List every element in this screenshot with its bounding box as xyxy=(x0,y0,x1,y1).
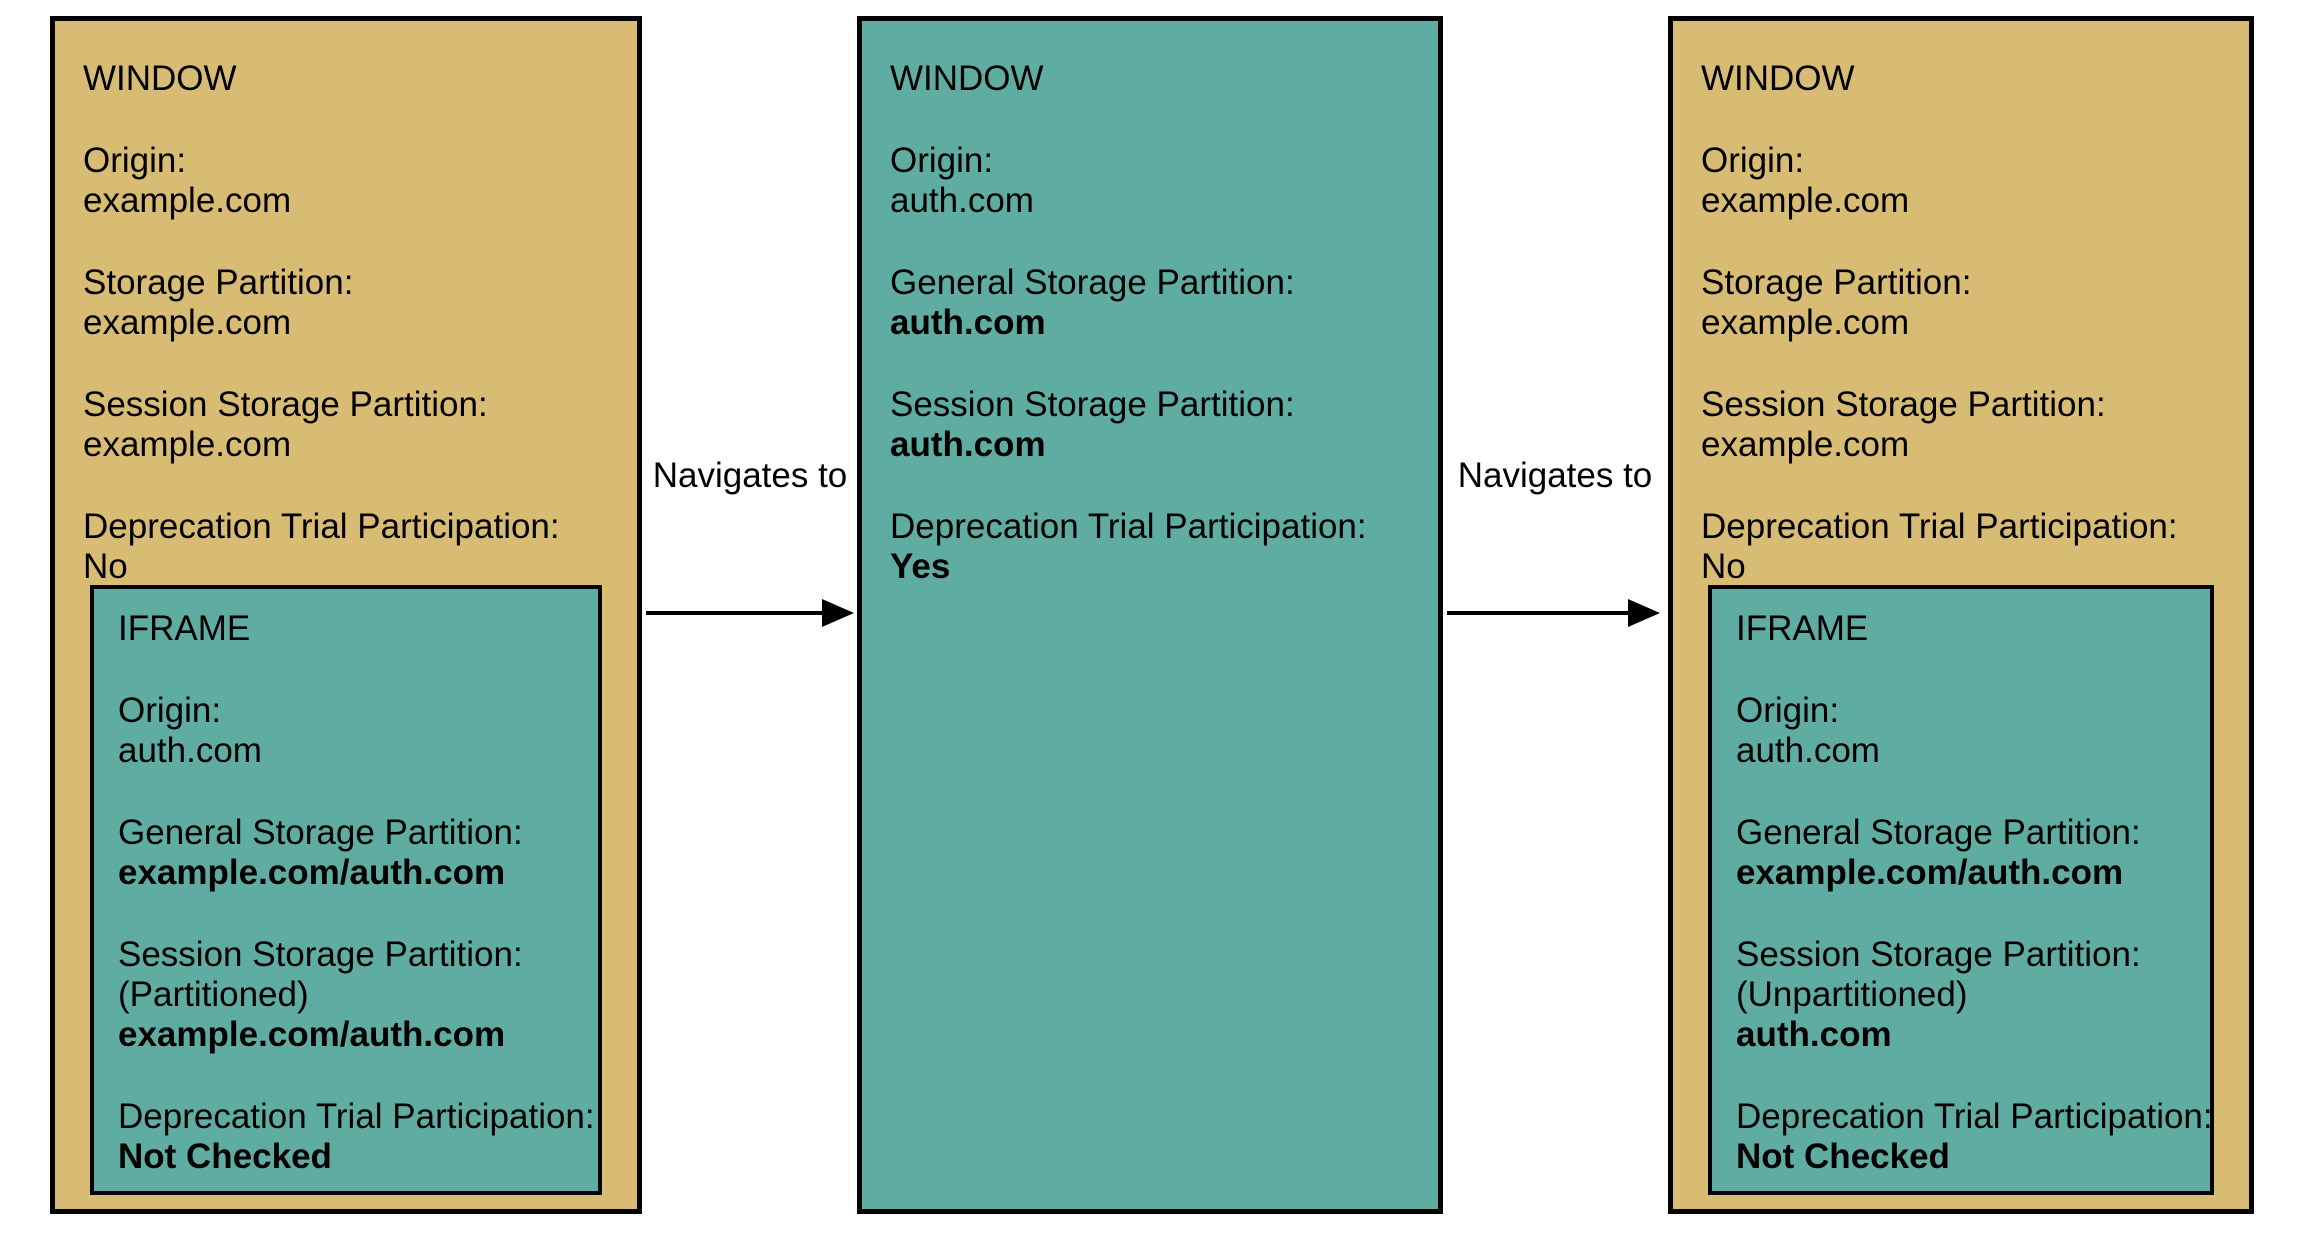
field-origin: Origin: auth.com xyxy=(890,141,1412,221)
window-title: WINDOW xyxy=(83,59,237,98)
iframe-box-auth-1: IFRAME Origin: auth.com General Storage … xyxy=(90,585,602,1195)
field-label: Storage Partition: xyxy=(1701,263,1972,302)
iframe-box-auth-2: IFRAME Origin: auth.com General Storage … xyxy=(1708,585,2214,1195)
field-label: Deprecation Trial Participation: xyxy=(83,507,560,546)
field-value: Yes xyxy=(890,547,951,586)
field-note: (Unpartitioned) xyxy=(1736,975,1968,1014)
field-label: Deprecation Trial Participation: xyxy=(1701,507,2178,546)
field-deprecation-trial: Deprecation Trial Participation: No xyxy=(83,507,611,587)
navigates-to-label: Navigates to xyxy=(1457,456,1653,495)
field-value: auth.com xyxy=(890,303,1046,342)
field-value: auth.com xyxy=(118,731,262,770)
field-storage-partition: Storage Partition: example.com xyxy=(1701,263,2223,343)
arrow-right-icon xyxy=(1628,599,1660,627)
window-box-auth: WINDOW Origin: auth.com General Storage … xyxy=(857,16,1443,1214)
field-general-storage-partition: General Storage Partition: auth.com xyxy=(890,263,1412,343)
field-label: Deprecation Trial Participation: xyxy=(890,507,1367,546)
window-title: WINDOW xyxy=(890,59,1044,98)
field-value: No xyxy=(1701,547,1746,586)
window-box-example-2: WINDOW Origin: example.com Storage Parti… xyxy=(1668,16,2254,1214)
field-value: example.com xyxy=(1701,425,1910,464)
field-value: example.com xyxy=(83,181,292,220)
field-label: Storage Partition: xyxy=(83,263,354,302)
field-storage-partition: Storage Partition: example.com xyxy=(83,263,611,343)
field-label: Session Storage Partition: xyxy=(890,385,1295,424)
field-origin: Origin: example.com xyxy=(83,141,611,221)
field-value: example.com/auth.com xyxy=(1736,853,2124,892)
iframe-title: IFRAME xyxy=(1736,609,1869,648)
window-box-example-1: WINDOW Origin: example.com Storage Parti… xyxy=(50,16,642,1214)
field-label: Origin: xyxy=(1736,691,1840,730)
field-deprecation-trial: Deprecation Trial Participation: Not Che… xyxy=(1736,1097,2213,1177)
field-value: example.com xyxy=(83,425,292,464)
field-general-storage-partition: General Storage Partition: example.com/a… xyxy=(1736,813,2210,893)
field-label: Origin: xyxy=(118,691,222,730)
field-deprecation-trial: Deprecation Trial Participation: Yes xyxy=(890,507,1412,587)
field-label: Session Storage Partition: xyxy=(1736,935,2141,974)
field-value: auth.com xyxy=(890,181,1034,220)
field-session-storage-partition: Session Storage Partition: auth.com xyxy=(890,385,1412,465)
field-general-storage-partition: General Storage Partition: example.com/a… xyxy=(118,813,598,893)
field-label: Deprecation Trial Participation: xyxy=(118,1097,595,1136)
field-session-storage-partition: Session Storage Partition: (Unpartitione… xyxy=(1736,935,2210,1055)
field-label: Deprecation Trial Participation: xyxy=(1736,1097,2213,1136)
field-value: Not Checked xyxy=(1736,1137,1950,1176)
field-label: Origin: xyxy=(83,141,187,180)
field-label: General Storage Partition: xyxy=(118,813,523,852)
field-value: example.com xyxy=(1701,303,1910,342)
field-value: example.com/auth.com xyxy=(118,853,506,892)
field-label: Session Storage Partition: xyxy=(83,385,488,424)
navigates-to-label: Navigates to xyxy=(652,456,848,495)
arrow-line xyxy=(646,611,826,615)
field-value: example.com xyxy=(83,303,292,342)
field-note: (Partitioned) xyxy=(118,975,309,1014)
arrow-line xyxy=(1447,611,1632,615)
field-session-storage-partition: Session Storage Partition: (Partitioned)… xyxy=(118,935,598,1055)
field-value: auth.com xyxy=(1736,731,1880,770)
field-label: Origin: xyxy=(890,141,994,180)
field-value: Not Checked xyxy=(118,1137,332,1176)
field-value: example.com xyxy=(1701,181,1910,220)
arrow-right-icon xyxy=(822,599,854,627)
field-origin: Origin: auth.com xyxy=(1736,691,2210,771)
field-session-storage-partition: Session Storage Partition: example.com xyxy=(1701,385,2223,465)
field-value: example.com/auth.com xyxy=(118,1015,506,1054)
field-deprecation-trial: Deprecation Trial Participation: No xyxy=(1701,507,2223,587)
field-deprecation-trial: Deprecation Trial Participation: Not Che… xyxy=(118,1097,598,1177)
field-value: No xyxy=(83,547,128,586)
field-label: General Storage Partition: xyxy=(890,263,1295,302)
field-origin: Origin: example.com xyxy=(1701,141,2223,221)
field-origin: Origin: auth.com xyxy=(118,691,598,771)
field-label: Session Storage Partition: xyxy=(1701,385,2106,424)
iframe-title: IFRAME xyxy=(118,609,251,648)
field-label: Session Storage Partition: xyxy=(118,935,523,974)
window-title: WINDOW xyxy=(1701,59,1855,98)
field-value: auth.com xyxy=(1736,1015,1892,1054)
field-session-storage-partition: Session Storage Partition: example.com xyxy=(83,385,611,465)
field-label: Origin: xyxy=(1701,141,1805,180)
field-value: auth.com xyxy=(890,425,1046,464)
field-label: General Storage Partition: xyxy=(1736,813,2141,852)
